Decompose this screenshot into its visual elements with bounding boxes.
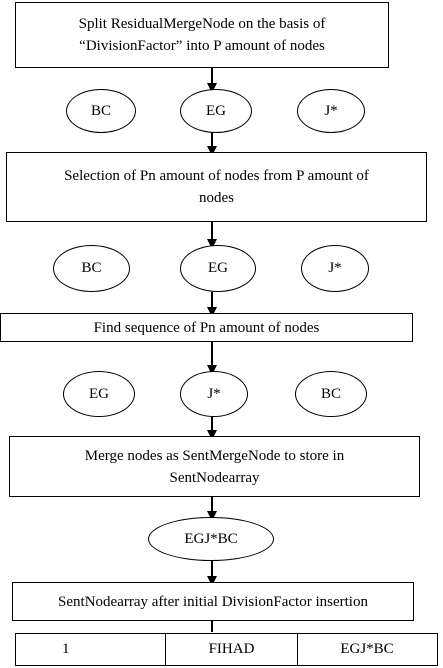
step-split-text: Split ResidualMergeNode on the basis of …	[78, 16, 326, 54]
node-j-row2: J*	[301, 245, 369, 292]
node-bc-row3: BC	[295, 371, 367, 417]
node-eg-row2: EG	[180, 245, 256, 292]
step-merge-box: Merge nodes as SentMergeNode to store in…	[9, 436, 420, 497]
step-split-box: Split ResidualMergeNode on the basis of …	[15, 2, 389, 68]
step-result-box: SentNodearray after initial DivisionFact…	[12, 582, 414, 621]
step-merge-text: Merge nodes as SentMergeNode to store in…	[84, 447, 345, 486]
node-bc-row1: BC	[66, 89, 136, 133]
step-sequence-box: Find sequence of Pn amount of nodes	[0, 313, 413, 342]
merged-node: EGJ*BC	[148, 517, 274, 561]
node-j-row1: J*	[297, 89, 365, 133]
node-j-row3: J*	[180, 371, 248, 417]
step-result-text: SentNodearray after initial DivisionFact…	[58, 593, 368, 610]
array-cell-3: EGJ*BC	[340, 641, 394, 657]
array-cell-1: 1	[16, 634, 166, 665]
sent-node-array: 1 FIHAD EGJ*BC	[15, 633, 438, 666]
node-eg-row3: EG	[63, 371, 135, 417]
node-eg-row1: EG	[180, 89, 252, 133]
step-select-box: Selection of Pn amount of nodes from P a…	[6, 152, 427, 222]
array-cell-2: FIHAD	[166, 634, 298, 665]
step-sequence-text: Find sequence of Pn amount of nodes	[93, 319, 320, 336]
node-bc-row2: BC	[53, 245, 130, 292]
step-select-text: Selection of Pn amount of nodes from P a…	[64, 168, 369, 206]
